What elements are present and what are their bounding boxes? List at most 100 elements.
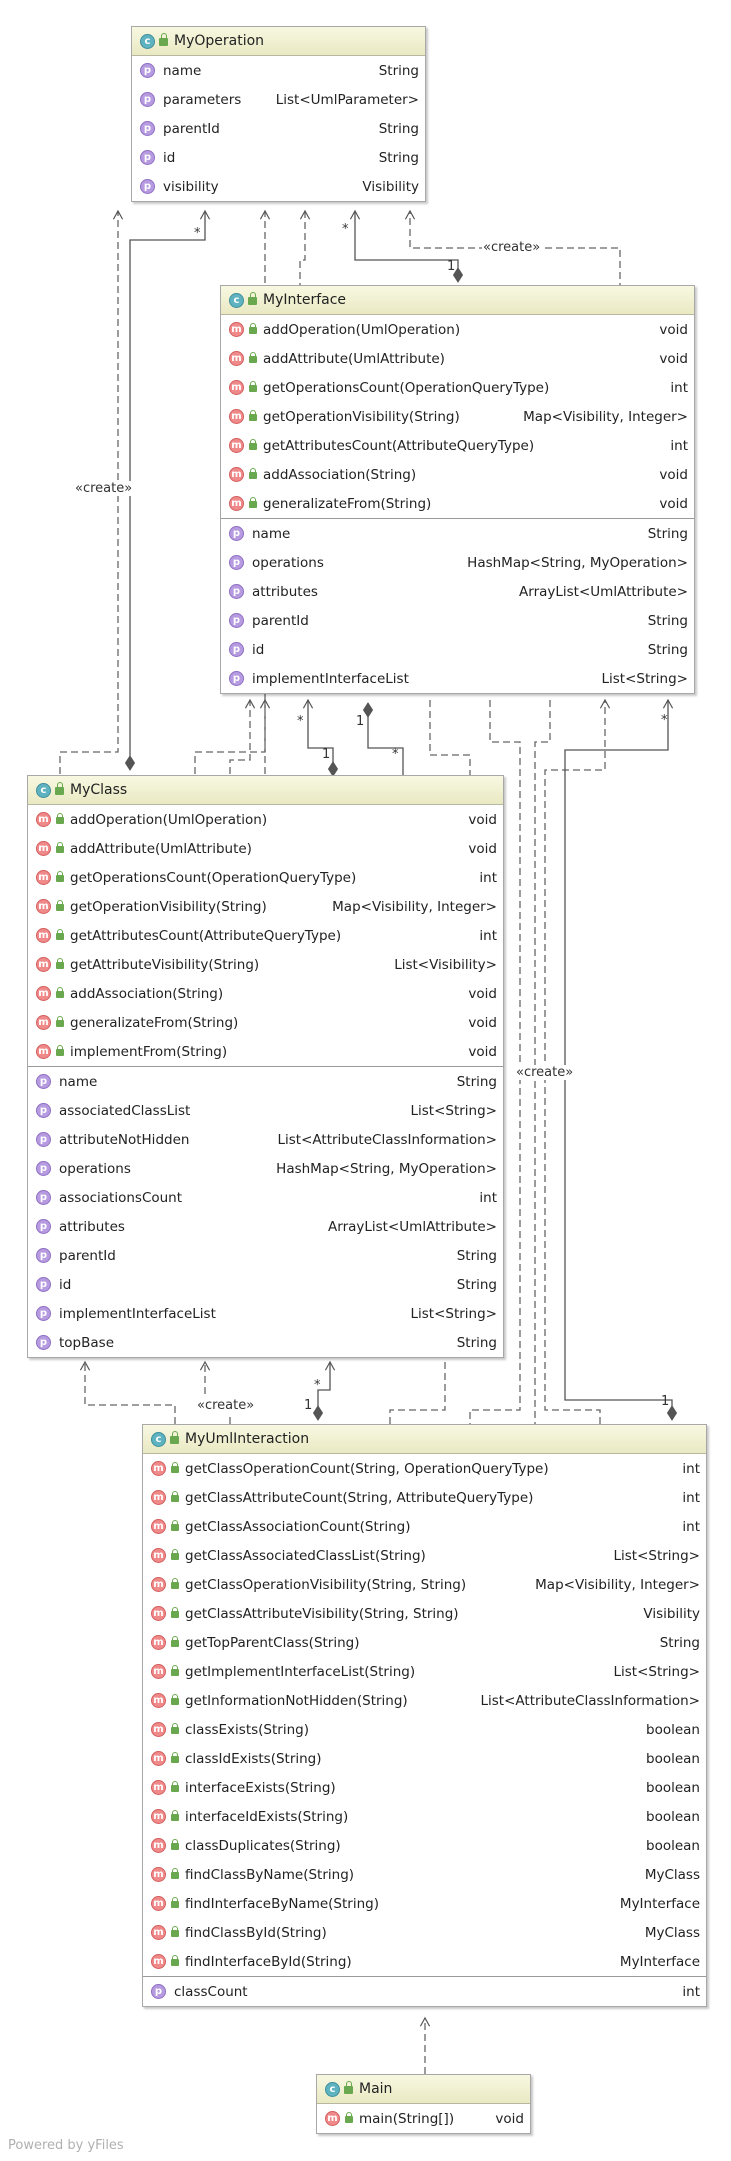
method-name: getAttributesCount(AttributeQueryType) [263, 437, 535, 454]
myclass-title: MyClass [70, 782, 128, 798]
lock-icon [171, 1926, 179, 1937]
label-create-myclass-myoperation: «create» [74, 481, 134, 496]
lock-icon [171, 1665, 179, 1676]
lock-icon [249, 381, 257, 392]
label-one-myinterface-myoperation: 1 [447, 259, 456, 274]
comp-myclass-myoperation [130, 211, 205, 770]
label-many-myclass-myoperation: * [194, 226, 201, 241]
property-icon: p [229, 671, 244, 686]
method-return-type: int [479, 869, 497, 886]
method-icon: m [151, 1925, 166, 1940]
field-name: implementInterfaceList [59, 1305, 216, 1322]
dep-myinterface-myoperation-left [299, 209, 311, 290]
field-type: List<AttributeClassInformation> [277, 1131, 498, 1148]
comp-uml-myinterface [564, 700, 672, 1420]
method-name: getClassAttributeVisibility(String, Stri… [185, 1605, 459, 1622]
class-icon: c [36, 782, 51, 798]
class-icon: c [140, 33, 155, 49]
field-type: List<String> [410, 1305, 497, 1322]
method-icon: m [36, 870, 51, 885]
field-type: Visibility [362, 178, 419, 195]
property-icon: p [140, 179, 155, 194]
method-icon: m [151, 1693, 166, 1708]
class-icon: c [325, 2081, 340, 2097]
myumlinteraction-title: MyUmlInteraction [185, 1431, 310, 1447]
method-return-type: List<String> [613, 1547, 700, 1564]
property-icon: p [140, 121, 155, 136]
method-name: getOperationVisibility(String) [70, 898, 267, 915]
field-type: String [378, 62, 419, 79]
method-return-type: List<Visibility> [394, 956, 497, 973]
lock-icon [56, 958, 64, 969]
field-type: int [479, 1189, 497, 1206]
field-name: id [59, 1276, 72, 1293]
method-icon: m [36, 986, 51, 1001]
method-name: findClassByName(String) [185, 1866, 355, 1883]
method-return-type: void [659, 495, 688, 512]
property-icon: p [151, 1984, 166, 1999]
